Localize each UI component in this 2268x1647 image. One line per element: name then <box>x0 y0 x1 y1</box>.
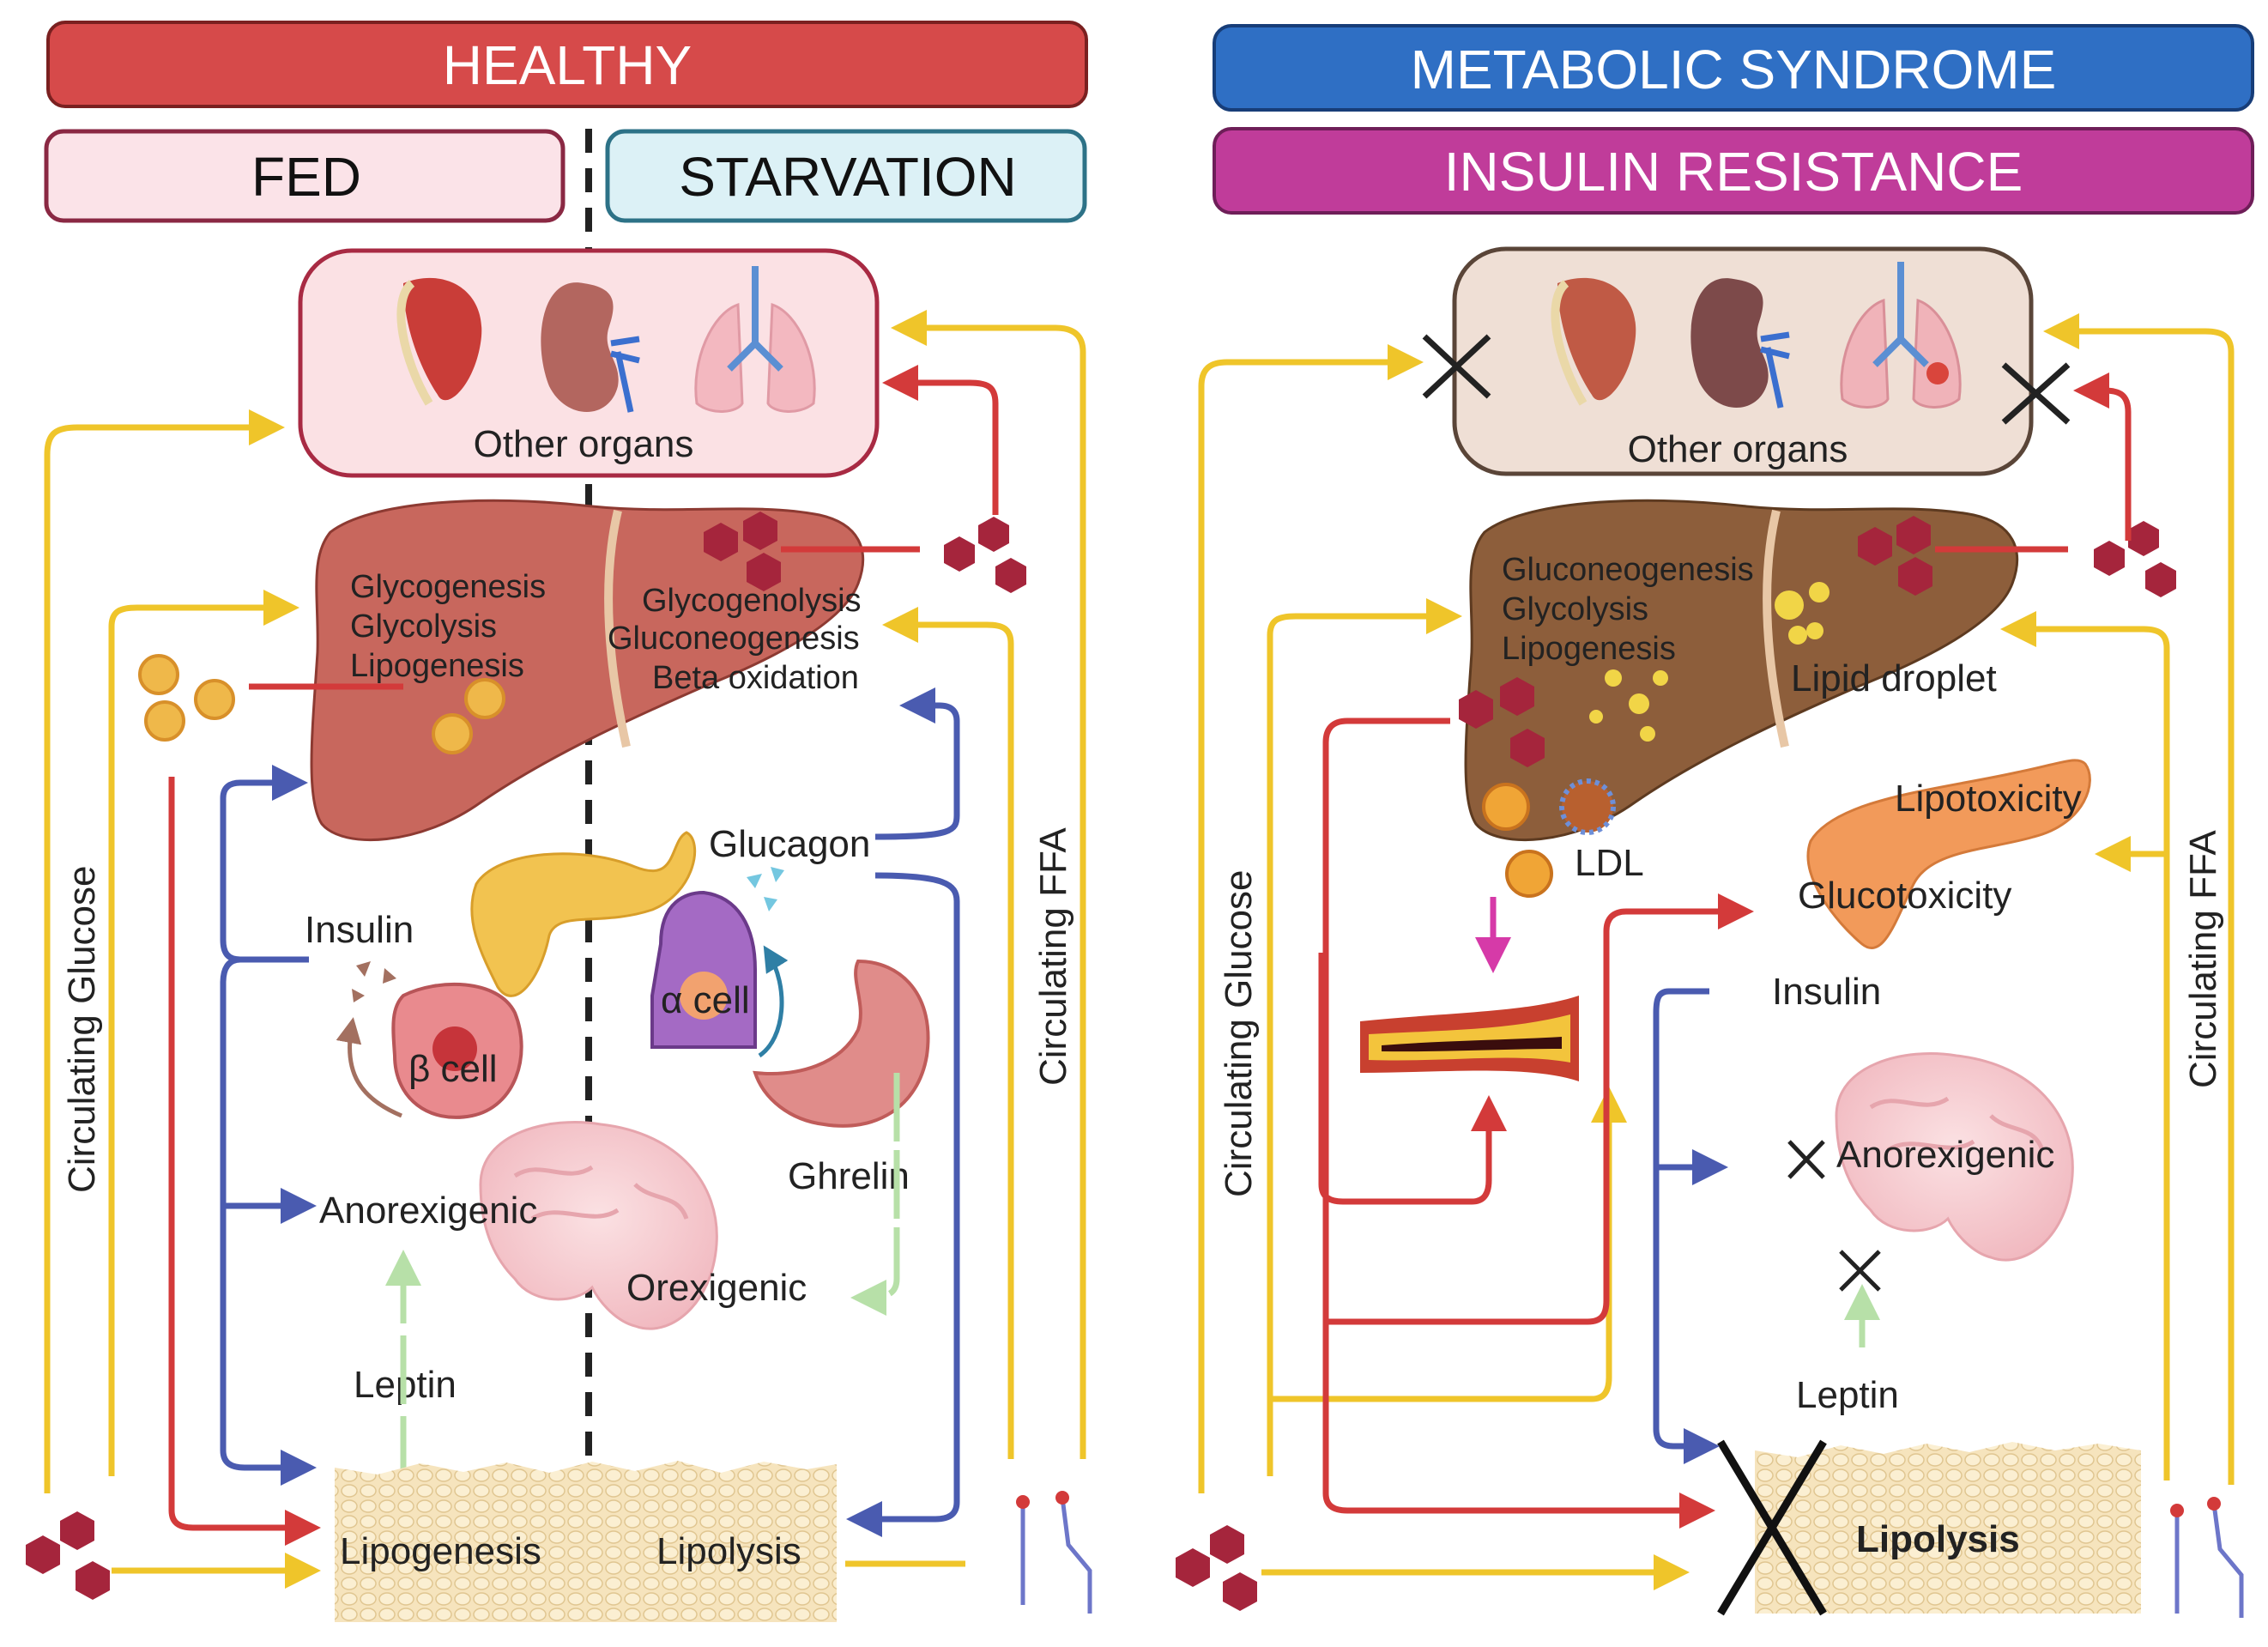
insulin-label-ms: Insulin <box>1772 971 1881 1013</box>
glucagon-label: Glucagon <box>709 823 870 865</box>
orexigenic-label: Orexigenic <box>626 1267 807 1309</box>
metabolic-title: METABOLIC SYNDROME <box>1411 39 2057 100</box>
starvation-label: STARVATION <box>679 146 1017 208</box>
other-organs-label: Other organs <box>474 423 694 465</box>
liver-starvation-process-3: Beta oxidation <box>652 660 859 696</box>
starvation-header <box>605 129 1087 223</box>
muscle-icon <box>1551 277 1636 406</box>
fed-label: FED <box>251 146 361 208</box>
anorexigenic-label: Anorexigenic <box>319 1190 537 1232</box>
liver-icon <box>310 499 865 842</box>
liver-starvation-process-1: Glycogenolysis <box>642 583 862 619</box>
glucose-molecule-icon <box>944 517 1026 593</box>
liver-fed-process-1: Glycogenesis <box>350 569 546 605</box>
cross-icon <box>1787 1140 1881 1292</box>
ghrelin-label: Ghrelin <box>788 1155 910 1197</box>
liver-icon-ms <box>1464 499 2019 842</box>
lipid-droplet-label: Lipid droplet <box>1791 657 1997 699</box>
lipoprotein-particle-icon <box>138 654 505 754</box>
circulating-ffa-label: Circulating FFA <box>1032 827 1074 1086</box>
lipid-droplet-icon <box>1589 582 1830 742</box>
circulating-glucose-label-ms: Circulating Glucose <box>1218 870 1260 1198</box>
healthy-panel: HEALTHY FED STARVATION Other organs Glyc… <box>26 21 1092 1622</box>
circulating-ffa-label-ms: Circulating FFA <box>2182 830 2224 1088</box>
liver-fed-process-3: Lipogenesis <box>350 648 524 684</box>
glucose-molecule-icon <box>1459 516 1932 767</box>
liver-ms-process-2: Glycolysis <box>1502 591 1648 627</box>
lipotoxicity-label: Lipotoxicity <box>1895 778 2082 820</box>
glucose-molecule-icon <box>1176 1525 1257 1611</box>
adipose-tissue-icon <box>335 1461 837 1622</box>
glucose-molecule-icon <box>26 1511 110 1600</box>
glucotoxicity-label: Glucotoxicity <box>1798 875 2011 917</box>
lipolysis-label-ms: Lipolysis <box>1856 1518 2020 1560</box>
lungs-icon <box>694 266 816 413</box>
pancreas-icon-ms <box>1806 759 2091 950</box>
pancreas-icon <box>470 831 697 997</box>
cross-icon <box>1422 334 2071 425</box>
insulin-resistance-title: INSULIN RESISTANCE <box>1444 141 2023 203</box>
anorexigenic-label-ms: Anorexigenic <box>1836 1134 2054 1176</box>
liver-fed-process-2: Glycolysis <box>350 609 497 645</box>
healthy-title: HEALTHY <box>443 34 692 96</box>
insulin-label: Insulin <box>305 909 414 951</box>
muscle-icon <box>396 277 482 406</box>
leptin-label-ms: Leptin <box>1796 1374 1899 1416</box>
lipogenesis-label: Lipogenesis <box>340 1530 541 1572</box>
alpha-cell-label: α cell <box>661 979 750 1021</box>
fatty-acid-icon <box>2170 1497 2244 1618</box>
brain-icon <box>479 1121 718 1330</box>
metabolic-panel: METABOLIC SYNDROME INSULIN RESISTANCE Ot… <box>1176 24 2254 1618</box>
fed-header <box>44 129 565 223</box>
glucose-molecule-icon <box>2094 521 2176 597</box>
ldl-label: LDL <box>1575 842 1644 884</box>
kidney-icon <box>1690 278 1790 409</box>
kidney-icon <box>541 282 640 413</box>
stomach-icon <box>753 959 930 1128</box>
beta-cell-label: β cell <box>408 1048 498 1090</box>
alpha-cell-icon <box>650 890 757 1049</box>
healthy-header <box>46 21 1088 108</box>
lipolysis-label: Lipolysis <box>656 1530 801 1572</box>
liver-ms-process-3: Lipogenesis <box>1502 631 1676 667</box>
glucose-molecule-icon <box>704 512 781 591</box>
liver-ms-process-1: Gluconeogenesis <box>1502 552 1754 588</box>
fatty-acid-icon <box>1016 1491 1092 1614</box>
insulin-resistance-header <box>1213 127 2254 215</box>
metabolic-header <box>1213 24 2254 112</box>
circulating-glucose-label: Circulating Glucose <box>61 866 103 1194</box>
adipose-tissue-icon-ms <box>1755 1442 2141 1614</box>
liver-starvation-process-2: Gluconeogenesis <box>608 621 860 657</box>
ldl-particle-icon <box>1482 778 1616 898</box>
insulin-granules-icon <box>352 961 396 1002</box>
cross-icon <box>1717 1439 1827 1616</box>
lungs-icon <box>1840 262 1962 409</box>
glucagon-granules-icon <box>747 867 784 911</box>
other-organs-label-ms: Other organs <box>1628 428 1848 470</box>
brain-icon-ms <box>1835 1052 2074 1262</box>
artery-plaque-icon <box>1360 996 1579 1081</box>
